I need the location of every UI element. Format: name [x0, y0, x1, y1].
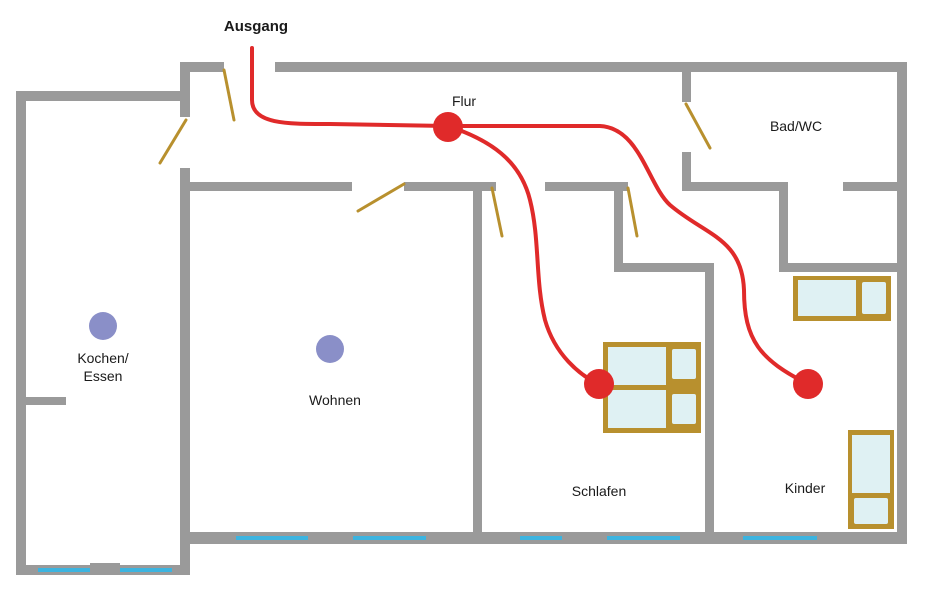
room-label-wohnen: Wohnen — [309, 392, 361, 408]
marker-wohnen — [316, 335, 344, 363]
route-bad-kinder — [446, 123, 810, 386]
windows — [38, 532, 817, 575]
wall-bad-bottom-1 — [682, 182, 788, 191]
escape-routes — [250, 46, 823, 399]
wall-kochen-left — [16, 91, 26, 575]
door-kochen — [158, 118, 188, 165]
wall-schlafen-nook-top — [614, 263, 714, 272]
window-kochen-mullion — [90, 563, 120, 575]
room-label-kinder: Kinder — [785, 480, 826, 496]
wall-schlafen-kinder — [705, 263, 714, 537]
child-bed-top — [793, 276, 891, 321]
room-label-flur: Flur — [452, 93, 476, 109]
wall-bad-divider — [779, 182, 788, 270]
walls — [16, 62, 907, 575]
marker-kochen — [89, 312, 117, 340]
doors — [158, 68, 712, 238]
wall-schlafen-nook-left — [614, 182, 623, 270]
route-schlafen — [446, 124, 600, 386]
wall-bad-left-lower — [682, 152, 691, 188]
route-flur-exit — [250, 46, 450, 128]
wall-kochen-wohnen — [180, 168, 190, 575]
door-nook — [626, 186, 639, 238]
child-bed-side — [848, 430, 894, 529]
beds — [603, 276, 894, 529]
wall-flur-bottom-1 — [190, 182, 352, 191]
wall-right — [897, 62, 907, 544]
wall-top-left-stub — [180, 62, 224, 72]
window-wohnen-mullion — [308, 532, 353, 544]
door-wohnen — [356, 182, 406, 213]
wall-flur-bottom-2 — [404, 182, 496, 191]
exit-label: Ausgang — [224, 18, 288, 35]
wall-flur-left-upper — [180, 62, 190, 117]
wall-kochen-top — [16, 91, 190, 101]
window-schlafen-mullion — [562, 532, 607, 544]
door-bad — [684, 102, 712, 150]
wall-bad-left-upper — [682, 62, 691, 102]
wall-kinder-top — [779, 263, 907, 272]
double-bed — [603, 342, 701, 433]
window-kinder — [743, 536, 817, 540]
marker-kinder — [793, 369, 823, 399]
wall-top — [275, 62, 907, 72]
room-label-kochen-line1: Kochen/ — [77, 350, 128, 366]
wall-kochen-stub — [26, 397, 66, 405]
wall-wohnen-schlafen — [473, 182, 482, 537]
door-schlafen — [490, 186, 504, 238]
room-label-bad: Bad/WC — [770, 118, 822, 134]
door-entrance — [222, 68, 236, 122]
room-label-schlafen: Schlafen — [572, 483, 626, 499]
marker-flur — [433, 112, 463, 142]
labels: Ausgang Flur Bad/WC Kochen/ Essen Wohnen… — [77, 18, 825, 499]
marker-schlafen — [584, 369, 614, 399]
room-label-kochen-line2: Essen — [84, 368, 123, 384]
wall-bad-bottom-2 — [843, 182, 907, 191]
wall-flur-bottom-3 — [545, 182, 628, 191]
